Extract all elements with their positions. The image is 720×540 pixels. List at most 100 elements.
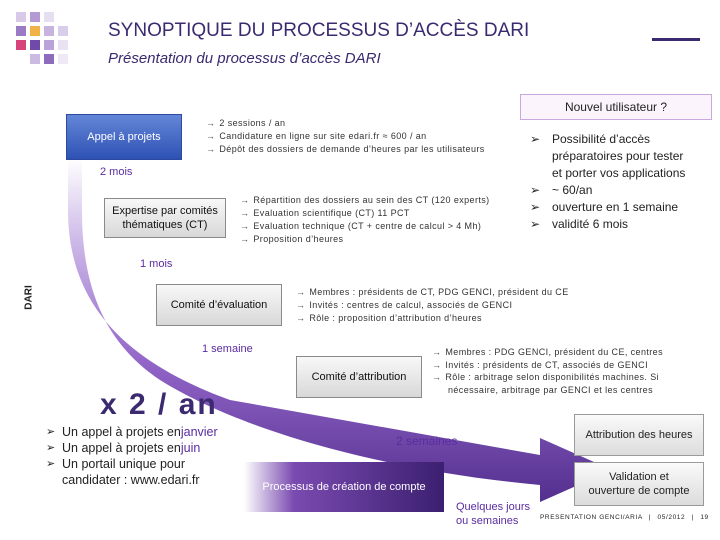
duration-text: ou semaines <box>456 515 519 527</box>
arrow-right-icon: → <box>296 313 306 323</box>
duration-1-semaine: 1 semaine <box>202 343 253 355</box>
dari-side-label: DARI <box>23 270 43 330</box>
bullet-text: Candidature en ligne sur site edari.fr ≈… <box>219 131 427 141</box>
detail-item: ➢ Un appel à projets en janvier <box>46 424 218 440</box>
page-title: SYNOPTIQUE DU PROCESSUS D’ACCÈS DARI <box>108 20 530 41</box>
bullet-text: Rôle : arbitrage selon disponibilités ma… <box>445 372 660 382</box>
bullet-item: →Proposition d’heures <box>240 233 490 246</box>
expertise-bullets: →Répartition des dossiers au sein des CT… <box>240 194 490 246</box>
chevron-right-icon: ➢ <box>530 132 541 146</box>
bullet-text: Rôle : proposition d’attribution d’heure… <box>309 313 482 323</box>
bullet-item: nécessaire, arbitrage par GENCI et les c… <box>432 384 663 397</box>
bullet-text: Evaluation technique (CT + centre de cal… <box>253 221 482 231</box>
new-user-item: ➢ ouverture en 1 semaine <box>530 199 685 216</box>
bullet-text: Membres : PDG GENCI, président du CE, ce… <box>445 347 663 357</box>
chevron-right-icon: ➢ <box>530 200 541 214</box>
footer-date: 05/2012 <box>657 514 686 521</box>
comite-evaluation-bullets: →Membres : présidents de CT, PDG GENCI, … <box>296 286 569 325</box>
detail-item: candidater : www.edari.fr <box>46 472 218 488</box>
chevron-right-icon: ➢ <box>46 458 56 470</box>
new-user-list: ➢ Possibilité d’accès préparatoires pour… <box>530 131 685 233</box>
bullet-item: →Invités : présidents de CT, associés de… <box>432 359 663 372</box>
bullet-text: Invités : centres de calcul, associés de… <box>309 300 513 310</box>
appel-projets-bullets: →2 sessions / an →Candidature en ligne s… <box>206 117 485 156</box>
detail-text: candidater : www.edari.fr <box>62 473 200 487</box>
duration-2-mois: 2 mois <box>100 166 133 178</box>
detail-text: Un appel à projets en <box>62 441 181 455</box>
bullet-item: →2 sessions / an <box>206 117 485 130</box>
new-user-item-text: validité 6 mois <box>552 217 629 231</box>
arrow-right-icon: → <box>432 347 442 357</box>
chevron-right-icon: ➢ <box>46 426 56 438</box>
arrow-right-icon: → <box>240 208 250 218</box>
expertise-box: Expertise par comités thématiques (CT) <box>104 198 226 238</box>
bullet-text: Proposition d’heures <box>253 234 344 244</box>
bullet-item: →Evaluation scientifique (CT) 11 PCT <box>240 207 490 220</box>
dari-side-label-text: DARI <box>23 285 35 310</box>
new-user-item-text: préparatoires pour tester <box>552 149 684 163</box>
arrow-right-icon: → <box>296 300 306 310</box>
new-user-item: ➢ ~ 60/an <box>530 182 685 199</box>
bullet-item: →Membres : PDG GENCI, président du CE, c… <box>432 346 663 359</box>
frequency-heading: x 2 / an <box>100 388 218 421</box>
bullet-item: →Rôle : arbitrage selon disponibilités m… <box>432 371 663 384</box>
new-user-item-text: ~ 60/an <box>552 183 593 197</box>
page-number: 19 <box>700 514 709 521</box>
comite-evaluation-box: Comité d’évaluation <box>156 284 282 326</box>
validation-text: Validation et <box>609 471 669 483</box>
duration-quelques-jours: Quelques jours ou semaines <box>456 500 530 528</box>
bullet-text: Invités : présidents de CT, associés de … <box>445 359 648 370</box>
arrow-right-icon: → <box>206 118 216 128</box>
duration-text: Quelques jours <box>456 501 530 513</box>
bullet-item: →Evaluation technique (CT + centre de ca… <box>240 220 490 233</box>
bullet-text: nécessaire, arbitrage par GENCI et les c… <box>448 384 653 395</box>
genci-logo <box>16 12 68 64</box>
detail-text: Un appel à projets en <box>62 425 181 439</box>
comite-attribution-bullets: →Membres : PDG GENCI, président du CE, c… <box>432 346 663 396</box>
page-subtitle: Présentation du processus d’accès DARI <box>108 50 381 67</box>
bullet-item: →Candidature en ligne sur site edari.fr … <box>206 130 485 143</box>
duration-1-mois: 1 mois <box>140 258 173 270</box>
detail-spacer <box>46 472 62 488</box>
new-user-item-text: ouverture en 1 semaine <box>552 200 679 214</box>
new-user-item-text: et porter vos applications <box>552 166 686 180</box>
detail-highlight: janvier <box>180 425 218 439</box>
chevron-right-icon: ➢ <box>530 217 541 231</box>
bullet-item: →Répartition des dossiers au sein des CT… <box>240 194 490 207</box>
title-divider <box>652 38 700 41</box>
detail-text: Un portail unique pour <box>62 457 185 471</box>
comite-attribution-box: Comité d’attribution <box>296 356 422 398</box>
footer-separator: | <box>648 514 652 521</box>
bullet-text: Répartition des dossiers au sein des CT … <box>253 195 490 205</box>
arrow-right-icon: → <box>240 221 250 231</box>
chevron-right-icon: ➢ <box>46 442 56 454</box>
new-user-item-text: Possibilité d’accès <box>552 132 651 146</box>
footer-text: PRESENTATION GENCI/ARIA <box>540 514 643 521</box>
detail-item: ➢ Un portail unique pour <box>46 456 218 472</box>
validation-text: ouverture de compte <box>588 485 690 497</box>
arrow-right-icon: → <box>206 131 216 141</box>
footer-separator: | <box>691 514 694 521</box>
bullet-text: 2 sessions / an <box>219 118 286 128</box>
bullet-text: Membres : présidents de CT, PDG GENCI, p… <box>309 287 569 297</box>
appel-details-list: ➢ Un appel à projets en janvier ➢ Un appel… <box>46 424 218 488</box>
bullet-text: Evaluation scientifique (CT) 11 PCT <box>253 208 410 218</box>
detail-highlight: juin <box>180 441 201 455</box>
new-user-item: ➢ validité 6 mois <box>530 216 685 233</box>
arrow-right-icon: → <box>432 359 442 370</box>
arrow-right-icon: → <box>296 287 306 297</box>
bullet-item: →Membres : présidents de CT, PDG GENCI, … <box>296 286 569 299</box>
bullet-item: →Invités : centres de calcul, associés d… <box>296 299 569 312</box>
appel-projets-box: Appel à projets <box>66 114 182 160</box>
bullet-text: Dépôt des dossiers de demande d’heures p… <box>219 144 485 154</box>
attribution-heures-box: Attribution des heures <box>574 414 704 456</box>
footer: PRESENTATION GENCI/ARIA | 05/2012 | 19 <box>540 514 709 521</box>
arrow-right-icon: → <box>240 234 250 244</box>
new-user-heading: Nouvel utilisateur ? <box>520 94 712 120</box>
arrow-right-icon: → <box>432 372 442 382</box>
bullet-item: →Dépôt des dossiers de demande d’heures … <box>206 143 485 156</box>
arrow-right-icon: → <box>206 144 216 154</box>
chevron-right-icon: ➢ <box>530 183 541 197</box>
account-creation-process-box: Processus de création de compte <box>244 462 444 512</box>
